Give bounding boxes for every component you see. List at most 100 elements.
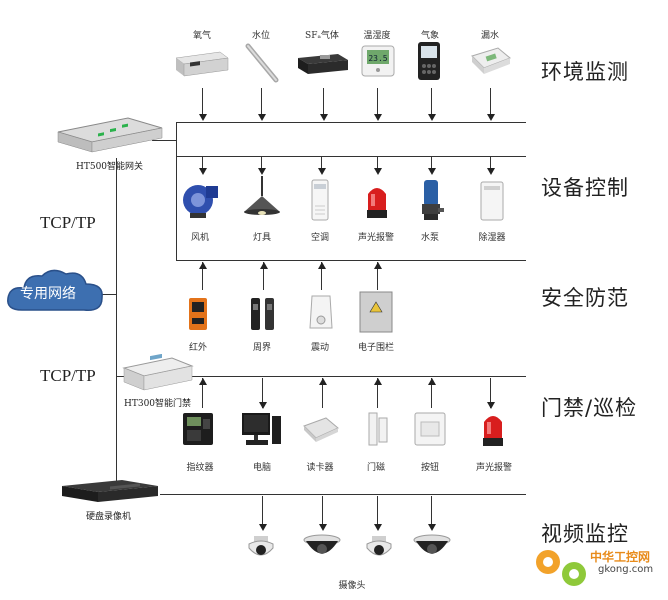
env-connector [202, 88, 203, 116]
section-env: 环境监测 [541, 60, 629, 84]
env-label-0: 氧气 [192, 31, 211, 41]
env-arrow [486, 114, 495, 121]
env-label-4: 气象 [420, 31, 439, 41]
access-connector [202, 378, 203, 408]
equip-label-4: 水泵 [420, 233, 439, 243]
equip-label-1: 灯具 [252, 233, 271, 243]
network-link [96, 294, 116, 295]
lamp-icon [244, 176, 280, 215]
computer-icon [242, 413, 281, 445]
access-alarm-light-icon [483, 416, 503, 446]
env-arrow [427, 114, 436, 121]
env-label-1: 水位 [251, 31, 270, 41]
weather-station-icon [418, 42, 440, 80]
env-arrow [198, 114, 207, 121]
access-label-3: 门磁 [366, 463, 385, 473]
equip-arrow [373, 168, 382, 175]
infrared-detector-icon [189, 298, 207, 330]
equip-connector [202, 156, 203, 172]
security-connector [202, 262, 203, 290]
perimeter-beam-icon [251, 298, 274, 330]
env-label-2: SFₐ气体 [305, 31, 339, 41]
video-connector [377, 496, 378, 528]
equip-arrow [257, 168, 266, 175]
equip-arrow [317, 168, 326, 175]
gateway-label: HT500智能网关 [76, 162, 144, 172]
video-arrow [258, 524, 267, 531]
thermo-hygrometer-icon: 23.5 [361, 45, 395, 77]
env-connector [377, 88, 378, 116]
security-connector [321, 262, 322, 290]
equip-label-3: 声光报警 [357, 233, 394, 243]
security-arrow [198, 262, 207, 269]
access-label-0: 指纹器 [186, 463, 214, 473]
access-connector [490, 378, 491, 408]
watermark-url: gkong.com [598, 564, 654, 575]
card-reader-icon [303, 417, 339, 442]
section-security: 安全防范 [541, 286, 629, 310]
video-connector [322, 496, 323, 528]
section-access: 门禁/巡检 [541, 396, 638, 420]
security-label-0: 红外 [188, 343, 207, 353]
water-pump-icon [422, 180, 444, 220]
access-arrow [198, 378, 207, 385]
env-connector [323, 88, 324, 116]
env-arrow [373, 114, 382, 121]
equip-label-5: 除湿器 [478, 233, 506, 243]
section-video: 视频监控 [541, 522, 629, 546]
access-label-2: 读卡器 [306, 463, 334, 473]
dvr-label: 硬盘录像机 [86, 512, 132, 522]
video-bus [160, 494, 526, 495]
env-connector [261, 88, 262, 116]
fan-icon [183, 185, 218, 218]
access-label-1: 电脑 [252, 463, 271, 473]
door-controller-icon [122, 354, 194, 391]
protocol-label-upper: TCP/TP [40, 213, 96, 232]
equip-arrow [198, 168, 207, 175]
access-arrow [486, 402, 495, 409]
security-arrow [317, 262, 326, 269]
access-arrow [318, 378, 327, 385]
access-arrow [258, 402, 267, 409]
equip-connector [490, 156, 491, 172]
equip-connector [377, 156, 378, 172]
water-level-probe-icon [245, 43, 279, 83]
env-label-3: 温湿度 [363, 31, 391, 41]
env-arrow [319, 114, 328, 121]
gateway-link [152, 140, 176, 141]
electric-fence-icon [359, 291, 393, 333]
access-bus [190, 376, 526, 377]
network-cloud-icon [7, 269, 103, 311]
dehumidifier-icon [480, 181, 504, 221]
watermark-gear-icon [536, 550, 586, 586]
security-arrow [373, 262, 382, 269]
env-arrow [257, 114, 266, 121]
vibration-sensor-icon [309, 295, 333, 329]
exit-button-icon [414, 412, 446, 446]
equip-connector [321, 156, 322, 172]
security-label-2: 震动 [310, 343, 329, 353]
protocol-label-lower: TCP/TP [40, 366, 96, 385]
watermark-title: 中华工控网 [590, 550, 651, 564]
access-arrow [427, 378, 436, 385]
oxygen-sensor-icon [175, 51, 229, 77]
access-connector [262, 378, 263, 408]
equip-connector [261, 156, 262, 172]
env-connector [431, 88, 432, 116]
video-connector [262, 496, 263, 528]
dome-camera-icon [366, 536, 392, 556]
equip-arrow [427, 168, 436, 175]
dome-camera-icon [248, 536, 274, 556]
equip-connector [431, 156, 432, 172]
security-label-1: 周界 [252, 343, 271, 353]
alarm-light-icon [367, 188, 387, 218]
env-bus [176, 122, 526, 123]
equip-bus [176, 156, 526, 157]
dvr-icon [62, 480, 158, 502]
bus-left-rail [176, 122, 177, 260]
svg-text:23.5: 23.5 [368, 54, 387, 63]
security-arrow [259, 262, 268, 269]
video-arrow [373, 524, 382, 531]
video-connector [431, 496, 432, 528]
fingerprint-reader-icon [183, 413, 213, 445]
